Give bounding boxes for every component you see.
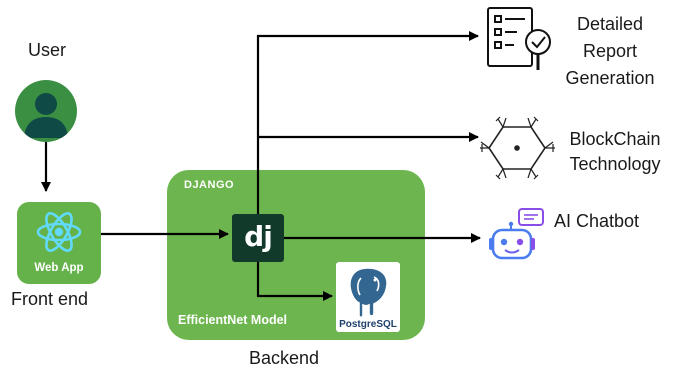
arrow-to-postgresql xyxy=(256,262,333,301)
blockchain-label-line2: Technology xyxy=(569,154,661,174)
web-app-label: Web App xyxy=(34,262,84,274)
report-icon xyxy=(487,7,551,70)
postgresql-box: PostgreSQL xyxy=(336,262,400,332)
django-logo-text: dj xyxy=(244,220,273,253)
arrow-to-report xyxy=(256,31,479,214)
blockchain-label: BlockChain Technology xyxy=(557,127,673,177)
user-icon xyxy=(15,80,77,142)
django-label: DJANGO xyxy=(184,179,235,191)
blockchain-icon xyxy=(480,116,555,180)
blockchain-label-line1: BlockChain xyxy=(569,129,661,149)
report-label: Detailed Report Generation xyxy=(556,11,664,92)
report-label-line1: Detailed xyxy=(576,14,644,34)
efficientnet-label: EfficientNet Model xyxy=(178,313,288,327)
backend-label: Backend xyxy=(249,348,320,368)
front-end-label: Front end xyxy=(11,289,89,309)
django-icon: dj xyxy=(232,214,284,262)
chatbot-icon xyxy=(489,208,544,260)
web-app-box: Web App xyxy=(17,202,101,284)
chatbot-label: AI Chatbot xyxy=(554,211,640,231)
report-label-line3: Generation xyxy=(565,68,655,88)
postgresql-icon xyxy=(349,267,388,319)
report-label-line2: Report xyxy=(582,41,638,61)
user-label: User xyxy=(28,40,67,60)
react-icon xyxy=(36,212,82,252)
postgresql-label: PostgreSQL xyxy=(339,319,397,330)
